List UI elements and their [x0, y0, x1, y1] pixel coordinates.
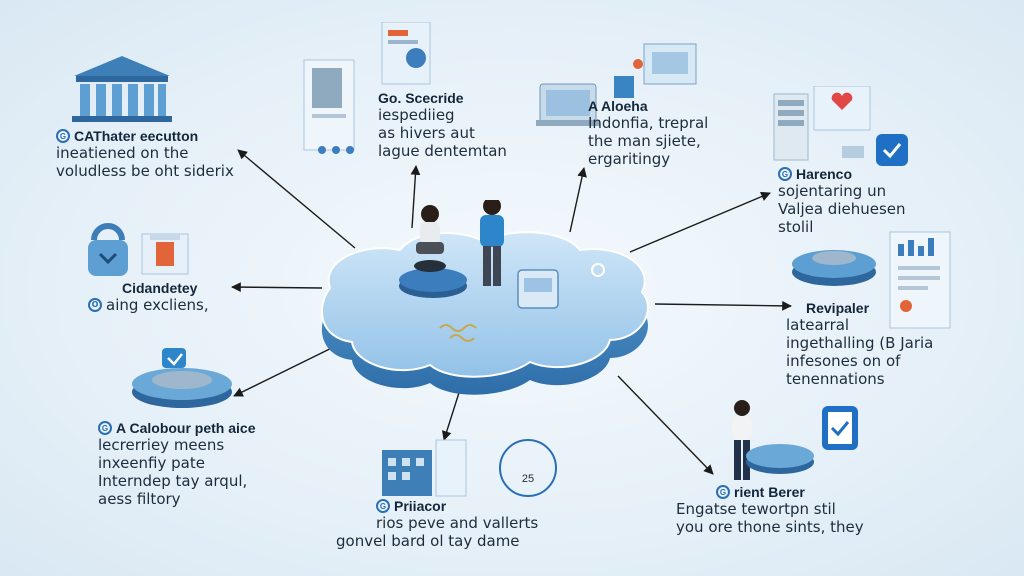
node-title: Cidandetey: [122, 280, 198, 296]
node-top-center: Go. Scecride iespediieg as hivers aut la…: [378, 90, 507, 160]
node-top-right: A Aloeha Indonfia, trepral the man sjiet…: [588, 98, 708, 168]
arrow-bottom-right: [617, 375, 714, 475]
node-line: Valjea diehuesen: [778, 200, 906, 218]
person-checklist-icon: [732, 400, 858, 480]
document-server-icon: [303, 22, 431, 154]
badge-icon: G: [98, 421, 112, 435]
government-building-icon: [72, 56, 172, 122]
arrow-left-middle: [231, 282, 323, 292]
node-title: rient Berer: [734, 484, 805, 500]
arrow-top-left: [237, 149, 356, 249]
data-report-icon: [792, 231, 951, 329]
node-line: ergaritingy: [588, 150, 671, 168]
badge-icon: O: [88, 298, 102, 312]
node-title: Go. Scecride: [378, 90, 464, 106]
node-line: rios peve and vallerts: [376, 514, 539, 532]
node-title: A Aloeha: [588, 98, 648, 114]
node-line: Indonfia, trepral: [588, 114, 709, 132]
node-line: voludless be oht siderix: [56, 162, 234, 180]
node-line: Interndep tay arqul,: [98, 472, 248, 490]
timer-value: 25: [522, 473, 534, 485]
node-line: inxeenfiy pate: [98, 454, 205, 472]
city-timer-icon: 25: [382, 439, 557, 497]
node-line: aing excliens,: [106, 296, 209, 314]
node-right-middle: Revipaler latearral ingethalling (B Jari…: [786, 300, 933, 388]
node-line: latearral: [786, 316, 850, 334]
node-title: Harenco: [796, 166, 853, 182]
arrow-right-middle: [654, 300, 792, 311]
node-line: Engatse tewortpn stil: [676, 500, 836, 518]
node-line: the man sjiete,: [588, 132, 701, 150]
node-line: infesones on of: [786, 352, 901, 370]
node-top-left: G CAThater eecutton ineatiened on the vo…: [56, 128, 234, 180]
platform-disk-icon: [132, 348, 232, 408]
node-line: lague dentemtan: [378, 142, 507, 160]
arrow-top-right: [569, 167, 587, 233]
node-line: iespediieg: [378, 106, 455, 124]
node-left-bottom: G A Calobour peth aice lecrerriey meens …: [98, 420, 256, 508]
node-line: ineatiened on the: [56, 144, 189, 162]
cloud-platform-icon: [321, 200, 649, 395]
node-line: as hivers aut: [378, 124, 475, 142]
server-checklist-icon: [773, 86, 908, 166]
badge-icon: G: [376, 499, 390, 513]
security-lock-icon: [88, 223, 189, 276]
badge-icon: G: [716, 485, 730, 499]
node-title: Priiacor: [394, 498, 447, 514]
node-line: sojentaring un: [778, 182, 887, 200]
node-line: lecrerriey meens: [98, 436, 225, 454]
node-line: aess filtory: [98, 490, 181, 508]
node-right-top: G Harenco sojentaring un Valjea diehuese…: [778, 166, 906, 236]
person-sitting-icon: [421, 205, 439, 223]
arrow-right-top: [629, 191, 771, 253]
node-line: tenennations: [786, 370, 885, 388]
node-line: you ore thone sints, they: [676, 518, 864, 536]
person-standing-icon: [483, 200, 501, 215]
node-line: gonvel bard ol tay dame: [336, 532, 520, 550]
node-title: Revipaler: [806, 300, 870, 316]
node-bottom-center: G Priiacor rios peve and vallerts gonvel…: [336, 498, 538, 550]
node-left-middle: Cidandetey O aing excliens,: [88, 280, 209, 314]
arrow-top-center: [410, 165, 421, 229]
node-title: CAThater eecutton: [74, 128, 199, 144]
badge-icon: G: [56, 129, 70, 143]
laptop-workstation-icon: [536, 43, 697, 126]
node-title: A Calobour peth aice: [116, 420, 256, 436]
node-line: ingethalling (B Jaria: [786, 334, 934, 352]
node-bottom-right: G rient Berer Engatse tewortpn stil you …: [676, 484, 864, 536]
badge-icon: G: [778, 167, 792, 181]
node-line: stolil: [778, 218, 814, 236]
